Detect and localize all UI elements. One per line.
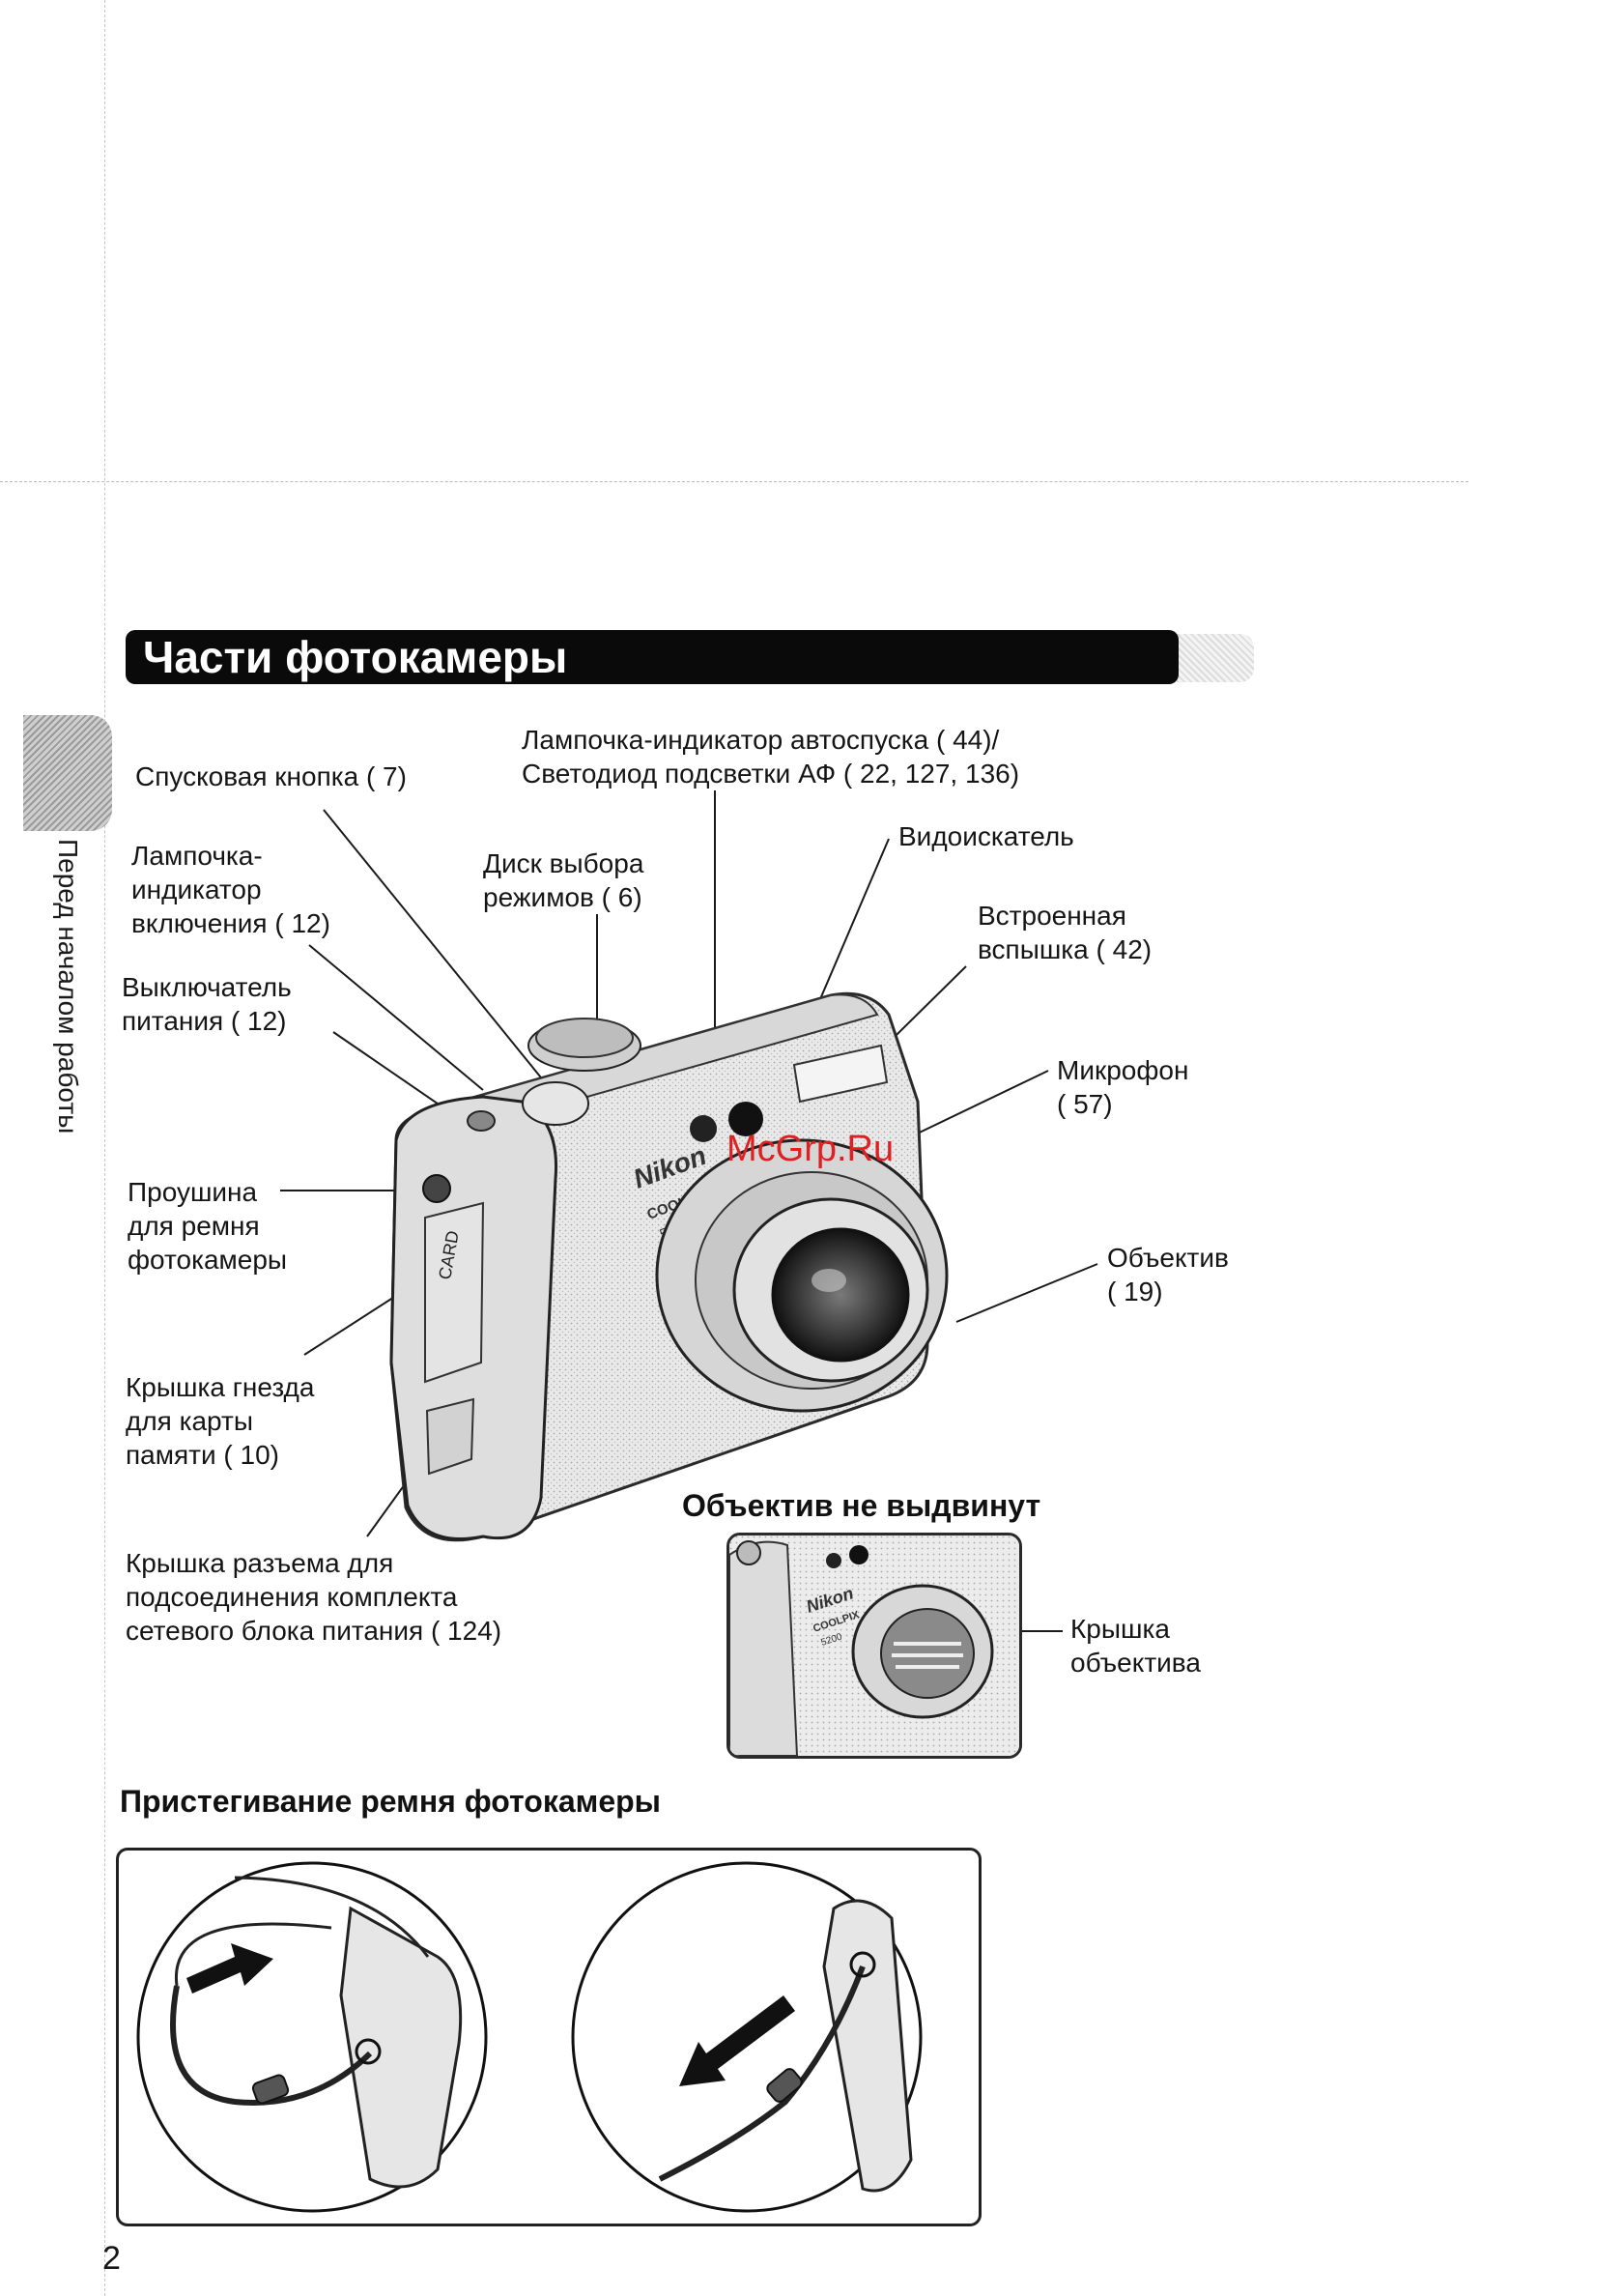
label-power-switch: Выключатель питания ( 12) [122,972,292,1036]
page-title: Части фотокамеры [143,632,568,682]
title-shade [1177,634,1254,682]
label-lens-cap: Крышка объектива [1070,1614,1201,1678]
label-flash: Встроенная вспышка ( 42) [978,901,1153,964]
label-mode-dial: Диск выбора режимов ( 6) [483,848,644,912]
arrow-down-left-icon [679,1995,795,2086]
label-power-lamp: Лампочка- индикатор включения ( 12) [131,841,330,938]
side-tab [23,715,112,831]
label-lens: Объектив ( 19) [1107,1243,1229,1306]
subheading-lens-retracted: Объектив не выдвинут [682,1488,1041,1523]
lens-retracted-inset: Nikon COOLPIX 5200 [726,1533,1022,1759]
strap-illustrations [136,1861,923,2213]
strap-step-2 [571,1861,923,2213]
arrow-right-icon [186,1943,273,1994]
strap-step-1 [136,1861,488,2213]
subheading-strap-attach: Пристегивание ремня фотокамеры [120,1784,661,1819]
label-shutter-button: Спусковая кнопка ( 7) [135,761,407,791]
camera-illustration: CARD Nikon COOLPIX 5200 [389,991,949,1542]
label-connector-cover: Крышка разъема для подсоединения комплек… [126,1548,502,1646]
label-viewfinder: Видоискатель [898,821,1074,851]
scan-margin-line [104,0,105,2296]
title-bar [126,630,1179,684]
label-card-cover: Крышка гнезда для карты памяти ( 10) [126,1372,315,1470]
label-strap-eyelet: Проушина для ремня фотокамеры [128,1177,288,1275]
scan-fold-line [0,481,1468,482]
label-selftimer-lamp: Лампочка-индикатор автоспуска ( 44)/ Све… [522,725,1020,789]
label-microphone: Микрофон ( 57) [1057,1055,1189,1119]
watermark: McGrp.Ru [726,1129,895,1169]
strap-instructions-box [116,1848,982,2226]
page-number: 2 [102,2240,121,2277]
lens-retracted-illustration: Nikon COOLPIX 5200 [729,1535,1019,1756]
